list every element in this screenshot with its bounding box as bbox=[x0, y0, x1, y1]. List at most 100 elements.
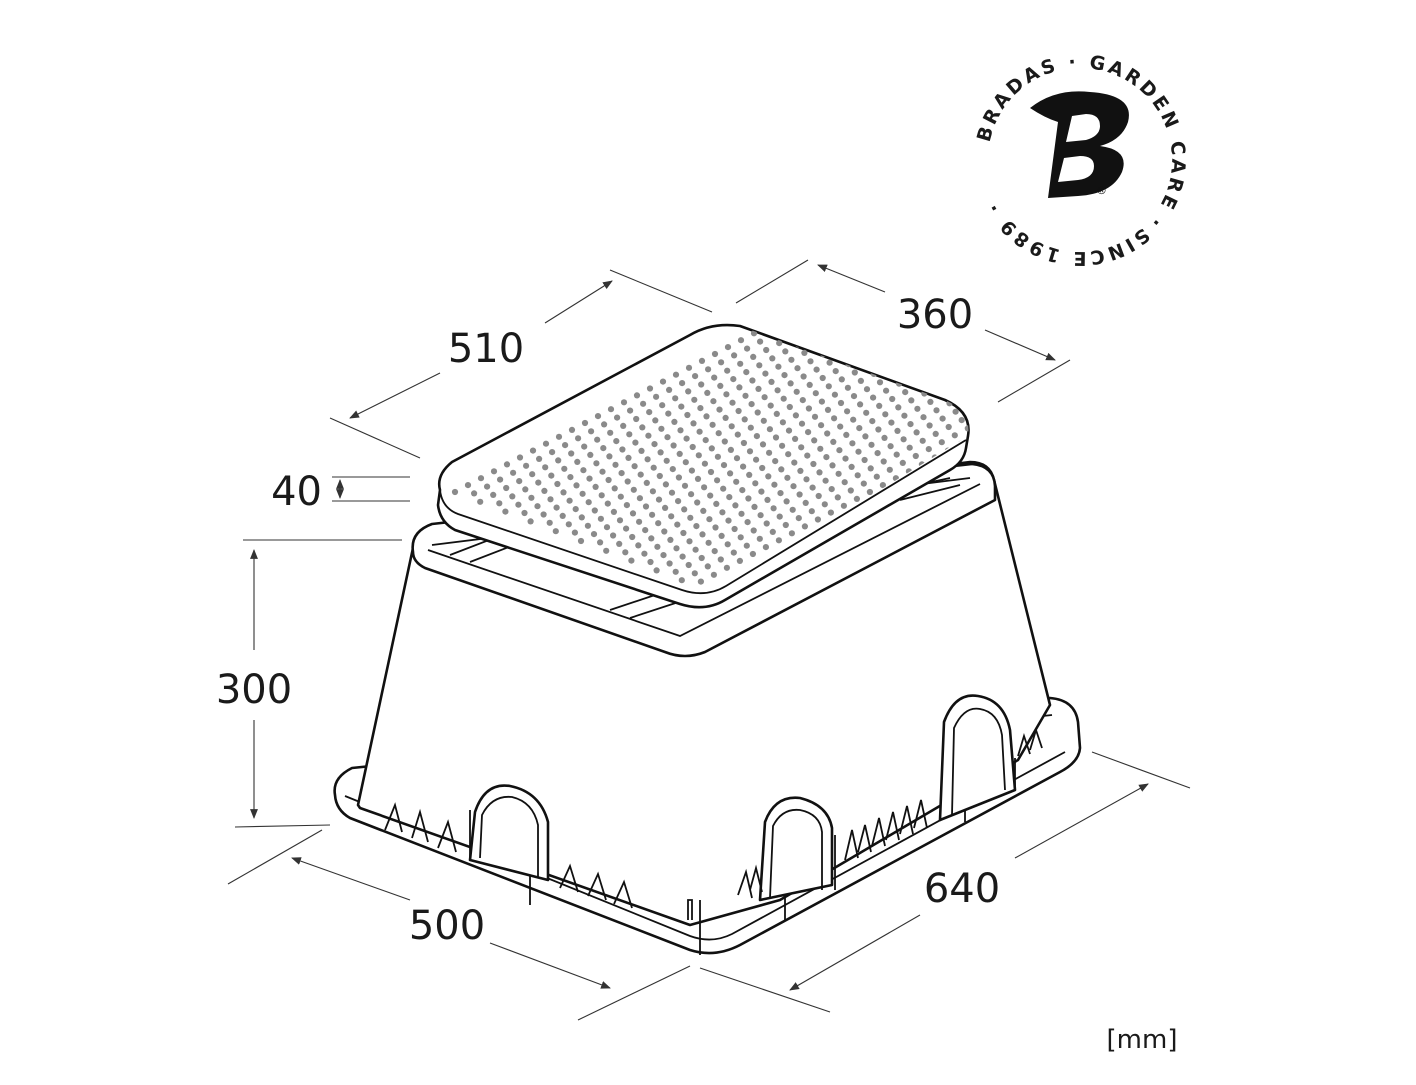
lid-hole bbox=[817, 445, 824, 452]
lid-hole bbox=[920, 414, 927, 421]
lid-hole bbox=[662, 481, 670, 488]
lid-hole bbox=[757, 338, 764, 345]
lid-hole bbox=[812, 390, 819, 397]
lid-hole bbox=[549, 449, 556, 456]
lid-hole bbox=[835, 470, 842, 477]
lid-hole bbox=[780, 395, 787, 402]
lid-hole bbox=[724, 344, 732, 351]
lid-hole bbox=[477, 498, 484, 505]
lid-hole bbox=[913, 429, 920, 436]
lid-hole bbox=[744, 345, 751, 352]
lid-hole bbox=[855, 448, 862, 455]
box-lid bbox=[436, 323, 1003, 609]
lid-hole bbox=[725, 517, 732, 524]
lid-hole bbox=[618, 470, 625, 477]
lid-hole bbox=[997, 420, 1003, 426]
lid-hole bbox=[744, 519, 751, 526]
lid-hole bbox=[694, 499, 701, 506]
lid-hole bbox=[604, 500, 611, 507]
lid-hole bbox=[705, 539, 712, 546]
lid-hole bbox=[802, 499, 809, 506]
lid-hole bbox=[727, 470, 734, 477]
lid-hole bbox=[593, 460, 600, 467]
registered-mark: ® bbox=[1096, 184, 1107, 197]
lid-hole bbox=[588, 428, 595, 435]
lid-hole bbox=[573, 482, 580, 489]
lid-hole bbox=[585, 499, 592, 506]
lid-hole bbox=[691, 570, 698, 577]
lid-hole bbox=[464, 482, 472, 489]
lid-hole bbox=[734, 431, 741, 438]
lid-hole bbox=[958, 417, 965, 424]
lid-hole bbox=[690, 420, 697, 427]
lid-hole bbox=[779, 442, 786, 449]
lid-hole bbox=[801, 349, 808, 356]
lid-hole bbox=[528, 494, 535, 501]
lid-hole bbox=[606, 453, 613, 460]
lid-hole bbox=[577, 537, 585, 545]
lid-hole bbox=[847, 487, 854, 494]
lid-hole bbox=[867, 465, 874, 472]
lid-hole bbox=[646, 409, 653, 416]
lid-hole bbox=[665, 410, 672, 417]
lid-hole bbox=[542, 464, 549, 471]
lid-hole bbox=[516, 478, 523, 485]
lid-hole bbox=[636, 518, 643, 525]
lid-hole bbox=[914, 405, 921, 412]
lid-hole bbox=[773, 410, 780, 417]
lid-hole bbox=[759, 464, 766, 472]
lid-hole bbox=[509, 493, 516, 500]
lid-hole bbox=[687, 514, 694, 521]
lid-hole bbox=[779, 419, 787, 426]
lid-hole bbox=[745, 495, 752, 502]
lid-hole bbox=[574, 458, 581, 465]
lid-hole bbox=[919, 437, 926, 444]
lid-hole bbox=[730, 549, 737, 556]
lid-hole bbox=[853, 495, 861, 502]
lid-hole bbox=[838, 376, 845, 383]
lid-hole bbox=[636, 495, 644, 502]
lid-hole bbox=[762, 544, 770, 551]
lid-hole bbox=[711, 350, 719, 358]
dimension-label-40: 40 bbox=[271, 469, 322, 515]
lid-hole bbox=[726, 494, 733, 501]
lid-hole bbox=[700, 507, 707, 514]
lid-hole bbox=[933, 407, 940, 414]
lid-hole bbox=[763, 346, 770, 354]
lid-hole bbox=[534, 503, 541, 510]
lid-hole bbox=[747, 424, 754, 431]
lid-hole bbox=[678, 403, 685, 410]
lid-hole bbox=[529, 471, 536, 478]
lid-hole bbox=[622, 549, 629, 556]
lid-hole bbox=[739, 487, 746, 494]
lid-hole bbox=[762, 370, 769, 377]
lid-hole bbox=[874, 450, 881, 457]
lid-hole bbox=[894, 427, 901, 434]
lid-hole bbox=[824, 406, 832, 413]
lid-hole bbox=[527, 518, 534, 525]
lid-hole bbox=[775, 537, 783, 544]
dimension-lid-length: 510 bbox=[329, 269, 713, 459]
lid-hole bbox=[750, 527, 757, 534]
lid-hole bbox=[797, 467, 804, 474]
lid-hole bbox=[707, 492, 714, 499]
lid-hole bbox=[714, 453, 722, 460]
lid-hole bbox=[515, 501, 522, 508]
lid-hole bbox=[672, 371, 680, 378]
lid-hole bbox=[639, 424, 646, 431]
lid-hole bbox=[697, 405, 704, 412]
lid-hole bbox=[798, 420, 806, 427]
lid-hole bbox=[688, 491, 695, 498]
lid-hole bbox=[647, 558, 654, 566]
lid-hole bbox=[807, 358, 814, 365]
lid-hole bbox=[547, 496, 554, 503]
lid-hole bbox=[612, 461, 619, 468]
lid-hole bbox=[698, 381, 705, 388]
lid-hole bbox=[736, 557, 744, 565]
lid-hole bbox=[619, 446, 626, 453]
lid-hole bbox=[814, 516, 822, 523]
lid-hole bbox=[680, 529, 687, 537]
lid-hole bbox=[632, 439, 639, 446]
lid-hole bbox=[490, 491, 497, 498]
